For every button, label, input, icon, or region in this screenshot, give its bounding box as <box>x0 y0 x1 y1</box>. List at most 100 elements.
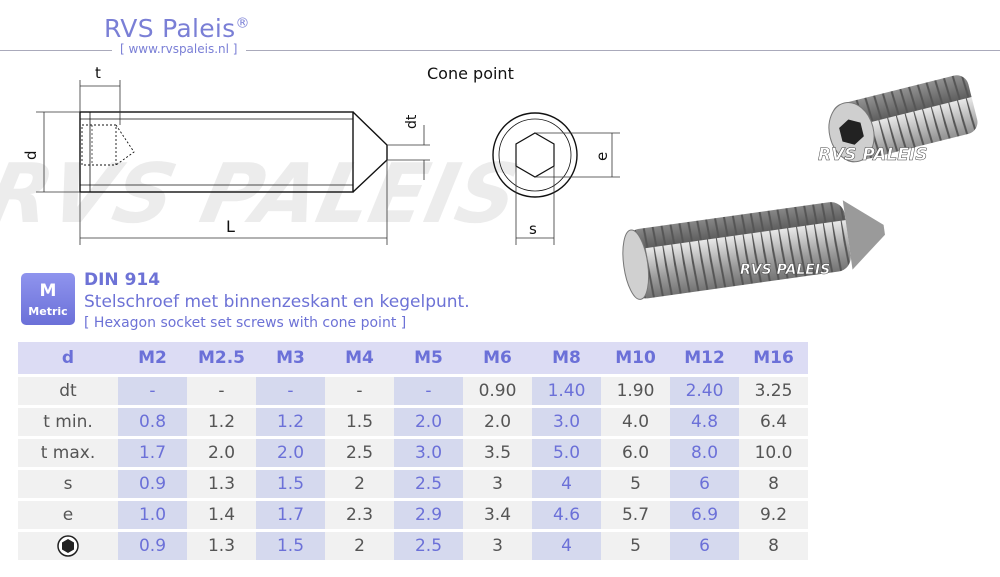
table-cell: - <box>118 377 187 405</box>
row-label-hex-icon <box>18 532 118 560</box>
table-cell: 4.6 <box>532 501 601 529</box>
header-divider-right <box>246 50 1000 51</box>
table-cell: 0.90 <box>463 377 532 405</box>
table-cell: 0.9 <box>118 532 187 560</box>
header-size: M3 <box>256 342 325 374</box>
table-cell: - <box>187 377 256 405</box>
header-size: M2 <box>118 342 187 374</box>
dim-s-label: s <box>529 220 537 238</box>
table-cell: 4 <box>532 532 601 560</box>
metric-badge: M Metric <box>21 273 75 325</box>
header-size: M5 <box>394 342 463 374</box>
row-label: t min. <box>18 408 118 436</box>
table-cell: 1.2 <box>256 408 325 436</box>
photo-watermark-2: RVS PALEIS <box>740 262 830 278</box>
cone-point-label: Cone point <box>427 64 514 83</box>
table-cell: 5 <box>601 470 670 498</box>
header-divider-left <box>0 50 112 51</box>
table-cell: 2.0 <box>463 408 532 436</box>
dimension-d <box>36 111 80 193</box>
table-cell: 1.7 <box>256 501 325 529</box>
table-cell: 10.0 <box>739 439 808 467</box>
dim-e-label: e <box>593 152 611 161</box>
header-size: M16 <box>739 342 808 374</box>
brand-name: RVS Paleis <box>104 14 236 43</box>
dim-t-label: t <box>95 64 101 82</box>
large-screw-photo <box>622 200 885 300</box>
table-cell: 2.5 <box>325 439 394 467</box>
dim-L-label: L <box>226 217 235 236</box>
dimension-t <box>79 80 121 125</box>
table-cell: 3.4 <box>463 501 532 529</box>
standard-title: DIN 914 <box>84 270 161 290</box>
header-size: M12 <box>670 342 739 374</box>
table-cell: 2.0 <box>256 439 325 467</box>
table-cell: 2.3 <box>325 501 394 529</box>
table-cell: 4.0 <box>601 408 670 436</box>
header-size: M4 <box>325 342 394 374</box>
table-cell: 5 <box>601 532 670 560</box>
brand-logo: RVS Paleis® <box>104 14 250 43</box>
table-cell: 1.90 <box>601 377 670 405</box>
registered-mark: ® <box>235 15 250 32</box>
table-cell: 3.25 <box>739 377 808 405</box>
table-cell: - <box>394 377 463 405</box>
dimension-s <box>515 166 555 245</box>
badge-m: M <box>39 281 57 301</box>
row-label: dt <box>18 377 118 405</box>
badge-metric: Metric <box>28 305 68 318</box>
header-size: M10 <box>601 342 670 374</box>
table-cell: 2.5 <box>394 532 463 560</box>
table-cell: 3.0 <box>394 439 463 467</box>
row-label: s <box>18 470 118 498</box>
header-label: d <box>18 342 118 374</box>
watermark-text: RVS PALEIS <box>0 146 527 242</box>
table-cell: - <box>325 377 394 405</box>
header-size: M6 <box>463 342 532 374</box>
table-cell: 1.3 <box>187 532 256 560</box>
row-label: e <box>18 501 118 529</box>
title-english: [ Hexagon socket set screws with cone po… <box>84 315 407 331</box>
photo-watermark-1: RVS PALEIS <box>818 145 927 165</box>
row-label: t max. <box>18 439 118 467</box>
table-cell: 6 <box>670 532 739 560</box>
table-cell: 8.0 <box>670 439 739 467</box>
dimension-e <box>535 132 620 178</box>
table-cell: 0.9 <box>118 470 187 498</box>
table-cell: 1.5 <box>256 532 325 560</box>
title-dutch: Stelschroef met binnenzeskant en kegelpu… <box>84 292 470 312</box>
dimension-dt <box>387 125 430 180</box>
table-cell: 9.2 <box>739 501 808 529</box>
table-cell: 4 <box>532 470 601 498</box>
dimension-L <box>79 160 388 245</box>
table-cell: 1.3 <box>187 470 256 498</box>
table-cell: 2.0 <box>187 439 256 467</box>
table-cell: 2.0 <box>394 408 463 436</box>
table-cell: 4.8 <box>670 408 739 436</box>
table-cell: 2 <box>325 470 394 498</box>
table-cell: 2 <box>325 532 394 560</box>
header-size: M8 <box>532 342 601 374</box>
table-cell: 6.0 <box>601 439 670 467</box>
table-cell: 6.9 <box>670 501 739 529</box>
table-cell: 2.5 <box>394 470 463 498</box>
table-cell: 3 <box>463 532 532 560</box>
side-view <box>79 111 388 193</box>
table-header-row: d M2 M2.5 M3 M4 M5 M6 M8 M10 M12 M16 <box>18 342 808 374</box>
table-cell: 3.5 <box>463 439 532 467</box>
table-cell: 5.0 <box>532 439 601 467</box>
product-photos: RVS PALEIS RVS PALEIS <box>622 75 978 300</box>
brand-url: [ www.rvspaleis.nl ] <box>117 42 241 56</box>
table-cell: 2.9 <box>394 501 463 529</box>
header-size: M2.5 <box>187 342 256 374</box>
table-cell: 6 <box>670 470 739 498</box>
dim-dt-label: dt <box>404 114 420 129</box>
table-cell: 3 <box>463 470 532 498</box>
table-cell: 8 <box>739 532 808 560</box>
